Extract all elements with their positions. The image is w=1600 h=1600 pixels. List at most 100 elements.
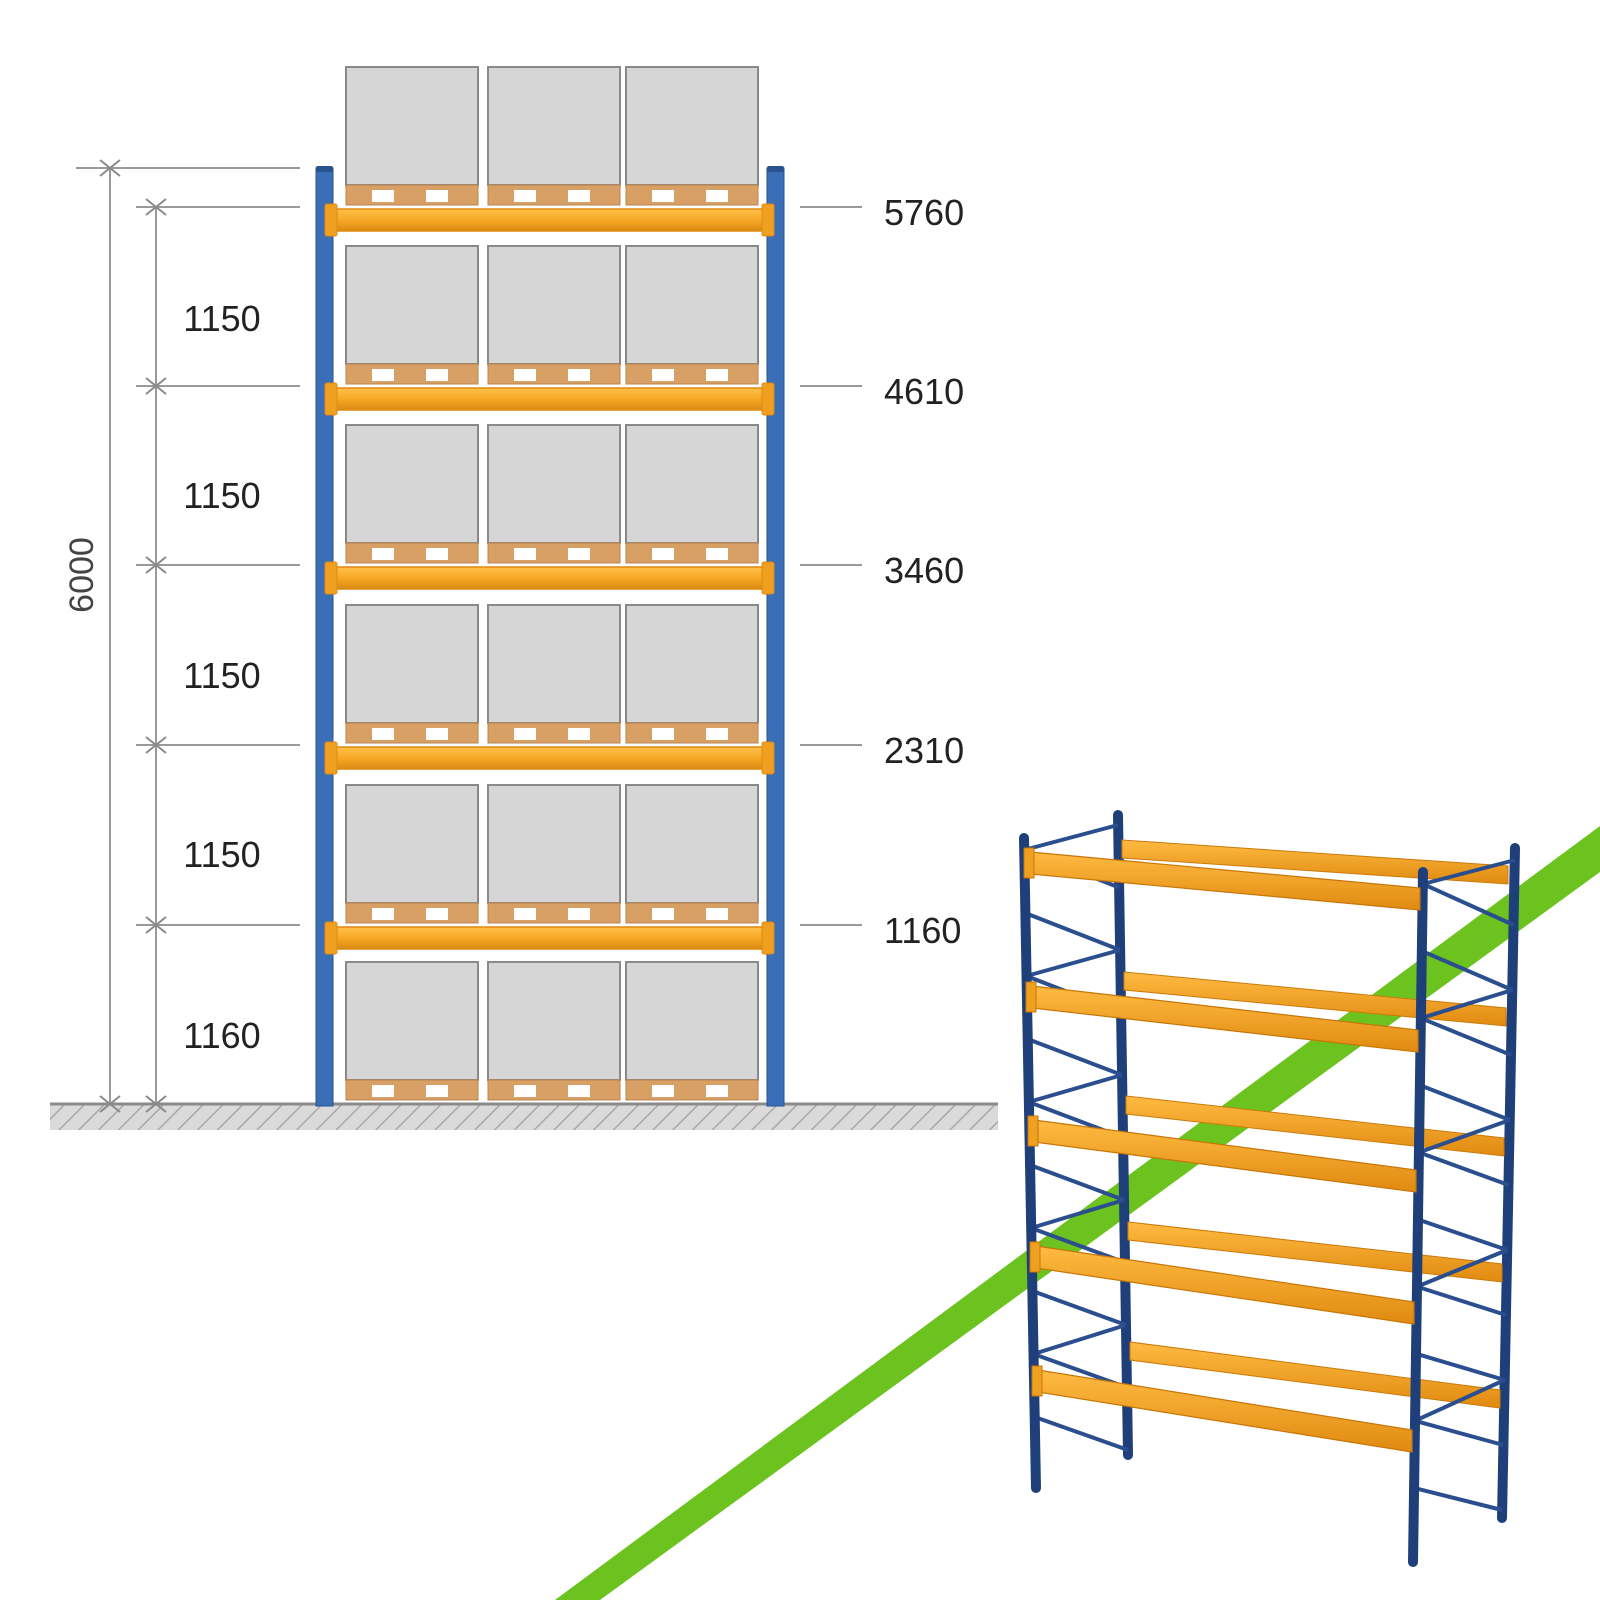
beam (324, 921, 775, 955)
pallet (625, 1079, 759, 1101)
spacing-label-4: 1150 (183, 834, 260, 875)
rack-3d-view (1019, 810, 1520, 1567)
beam-connector (1031, 1365, 1043, 1397)
pallet (625, 184, 759, 206)
pallet-with-load (625, 66, 759, 206)
frame-brace (1033, 1323, 1127, 1356)
pallet (345, 722, 479, 744)
pallet-opening (706, 548, 728, 560)
rack-elevation: 6000 1150 1150 1150 1150 1160 5760 4610 … (50, 66, 998, 1130)
frame-brace (1028, 1073, 1123, 1104)
frame-brace (1420, 1016, 1512, 1057)
pallet-opening (652, 190, 674, 202)
pallet-opening (568, 728, 590, 740)
rack-3d-back-beam (1129, 1341, 1501, 1409)
spacing-label-2: 1150 (183, 475, 260, 516)
pallet-opening (426, 369, 448, 381)
load-box (345, 424, 479, 544)
rack-3d-front-beams (1023, 847, 1421, 1453)
rack-3d-back-beam (1125, 1095, 1505, 1157)
pallet-opening (372, 190, 394, 202)
pallet-opening (568, 1085, 590, 1097)
pallet-opening (426, 1085, 448, 1097)
pallet-with-load (625, 784, 759, 924)
load-box (487, 961, 621, 1081)
frame-brace (1034, 1415, 1129, 1452)
level-label-3460: 3460 (884, 550, 964, 591)
beam (324, 561, 775, 595)
frame-brace (1421, 949, 1514, 992)
pallet-opening (568, 908, 590, 920)
load-box (345, 961, 479, 1081)
load-box (487, 784, 621, 904)
frame-brace (1419, 1083, 1511, 1122)
level-label-4610: 4610 (884, 371, 964, 412)
pallet (625, 722, 759, 744)
load-box (345, 66, 479, 186)
right-upright (766, 167, 785, 1107)
pallet-opening (372, 908, 394, 920)
pallet-opening (514, 728, 536, 740)
pallet-with-load (345, 604, 479, 744)
frame-brace (1029, 1163, 1125, 1202)
load-box (625, 961, 759, 1081)
pallet-opening (514, 548, 536, 560)
frame-brace (1422, 882, 1515, 927)
pallet-opening (514, 908, 536, 920)
beam (324, 203, 775, 237)
pallet-with-load (487, 424, 621, 564)
right-upright-cap (767, 166, 784, 172)
load-box (487, 66, 621, 186)
pallet-with-load (345, 961, 479, 1101)
pallet-with-load (625, 424, 759, 564)
pallet (625, 542, 759, 564)
frame-brace (1413, 1485, 1503, 1512)
frame-brace (1414, 1418, 1504, 1447)
frame-brace (1414, 1378, 1506, 1423)
pallet-with-load (345, 424, 479, 564)
total-height-label: 6000 (63, 537, 101, 613)
pallet (487, 902, 621, 924)
pallet-opening (568, 548, 590, 560)
beam-connector (1029, 1241, 1041, 1273)
pallet (487, 542, 621, 564)
pallet (625, 902, 759, 924)
pallet (487, 184, 621, 206)
beam-connector (1027, 1115, 1039, 1147)
frame-brace (1416, 1248, 1508, 1289)
pallet-opening (706, 190, 728, 202)
load-box (625, 784, 759, 904)
frame-brace (1422, 858, 1516, 886)
frame-brace (1024, 911, 1121, 952)
pallet (487, 363, 621, 385)
frame-brace (1416, 1284, 1507, 1317)
pallet (625, 363, 759, 385)
pallet-opening (706, 1085, 728, 1097)
floor-hatch (50, 1104, 998, 1130)
load-box (625, 245, 759, 365)
load-box (625, 66, 759, 186)
pallet-opening (706, 369, 728, 381)
pallet (487, 1079, 621, 1101)
pallet-opening (568, 190, 590, 202)
pallet-opening (426, 908, 448, 920)
pallet-with-load (487, 604, 621, 744)
pallet-opening (652, 369, 674, 381)
pallet-with-load (625, 604, 759, 744)
pallet-opening (372, 728, 394, 740)
pallet-opening (372, 1085, 394, 1097)
beam (324, 741, 775, 775)
left-upright-cap (316, 166, 333, 172)
level-label-1160: 1160 (884, 910, 961, 951)
frame-brace (1023, 823, 1119, 852)
pallet-opening (706, 908, 728, 920)
pallet (345, 542, 479, 564)
load-box (487, 424, 621, 544)
pallet-with-load (487, 784, 621, 924)
pallet-with-load (487, 245, 621, 385)
pallet (345, 1079, 479, 1101)
spacing-label-5: 1160 (183, 1015, 260, 1056)
level-label-2310: 2310 (884, 730, 964, 771)
pallet-opening (514, 1085, 536, 1097)
load-box (487, 604, 621, 724)
